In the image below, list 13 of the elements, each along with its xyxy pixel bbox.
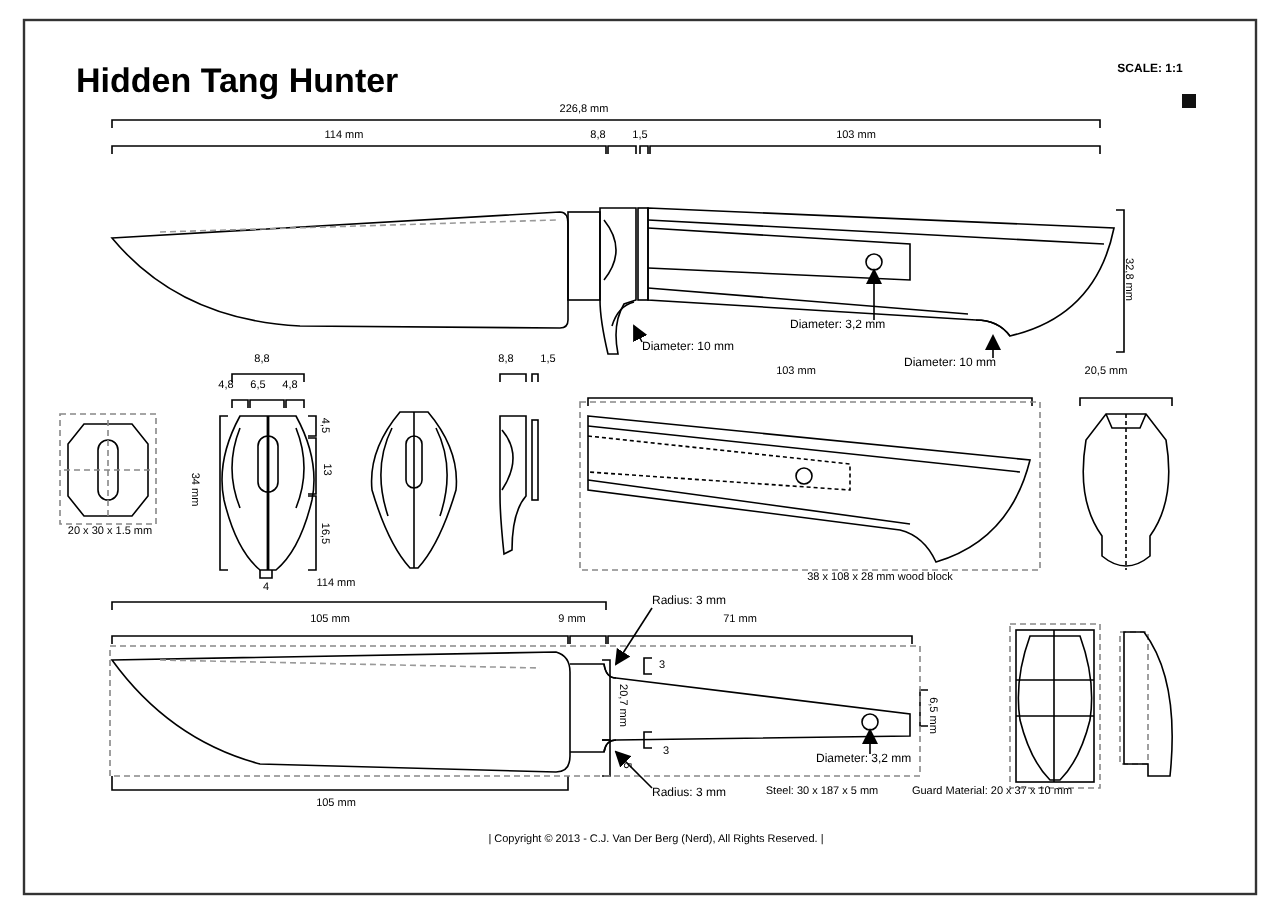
- hole: [865, 253, 883, 271]
- curved-edge: [611, 301, 635, 327]
- curved-edge: [603, 739, 617, 753]
- hole: [861, 713, 879, 731]
- leader-line: [985, 334, 1001, 359]
- leader-line: [633, 324, 648, 343]
- leader-line: [614, 750, 653, 789]
- curved-edge: [975, 319, 1011, 337]
- leader-line: [862, 728, 878, 755]
- curved-edge: [603, 663, 617, 679]
- title: Hidden Tang Hunter: [76, 64, 399, 98]
- leader-line: [866, 268, 882, 321]
- leader-line: [614, 607, 653, 666]
